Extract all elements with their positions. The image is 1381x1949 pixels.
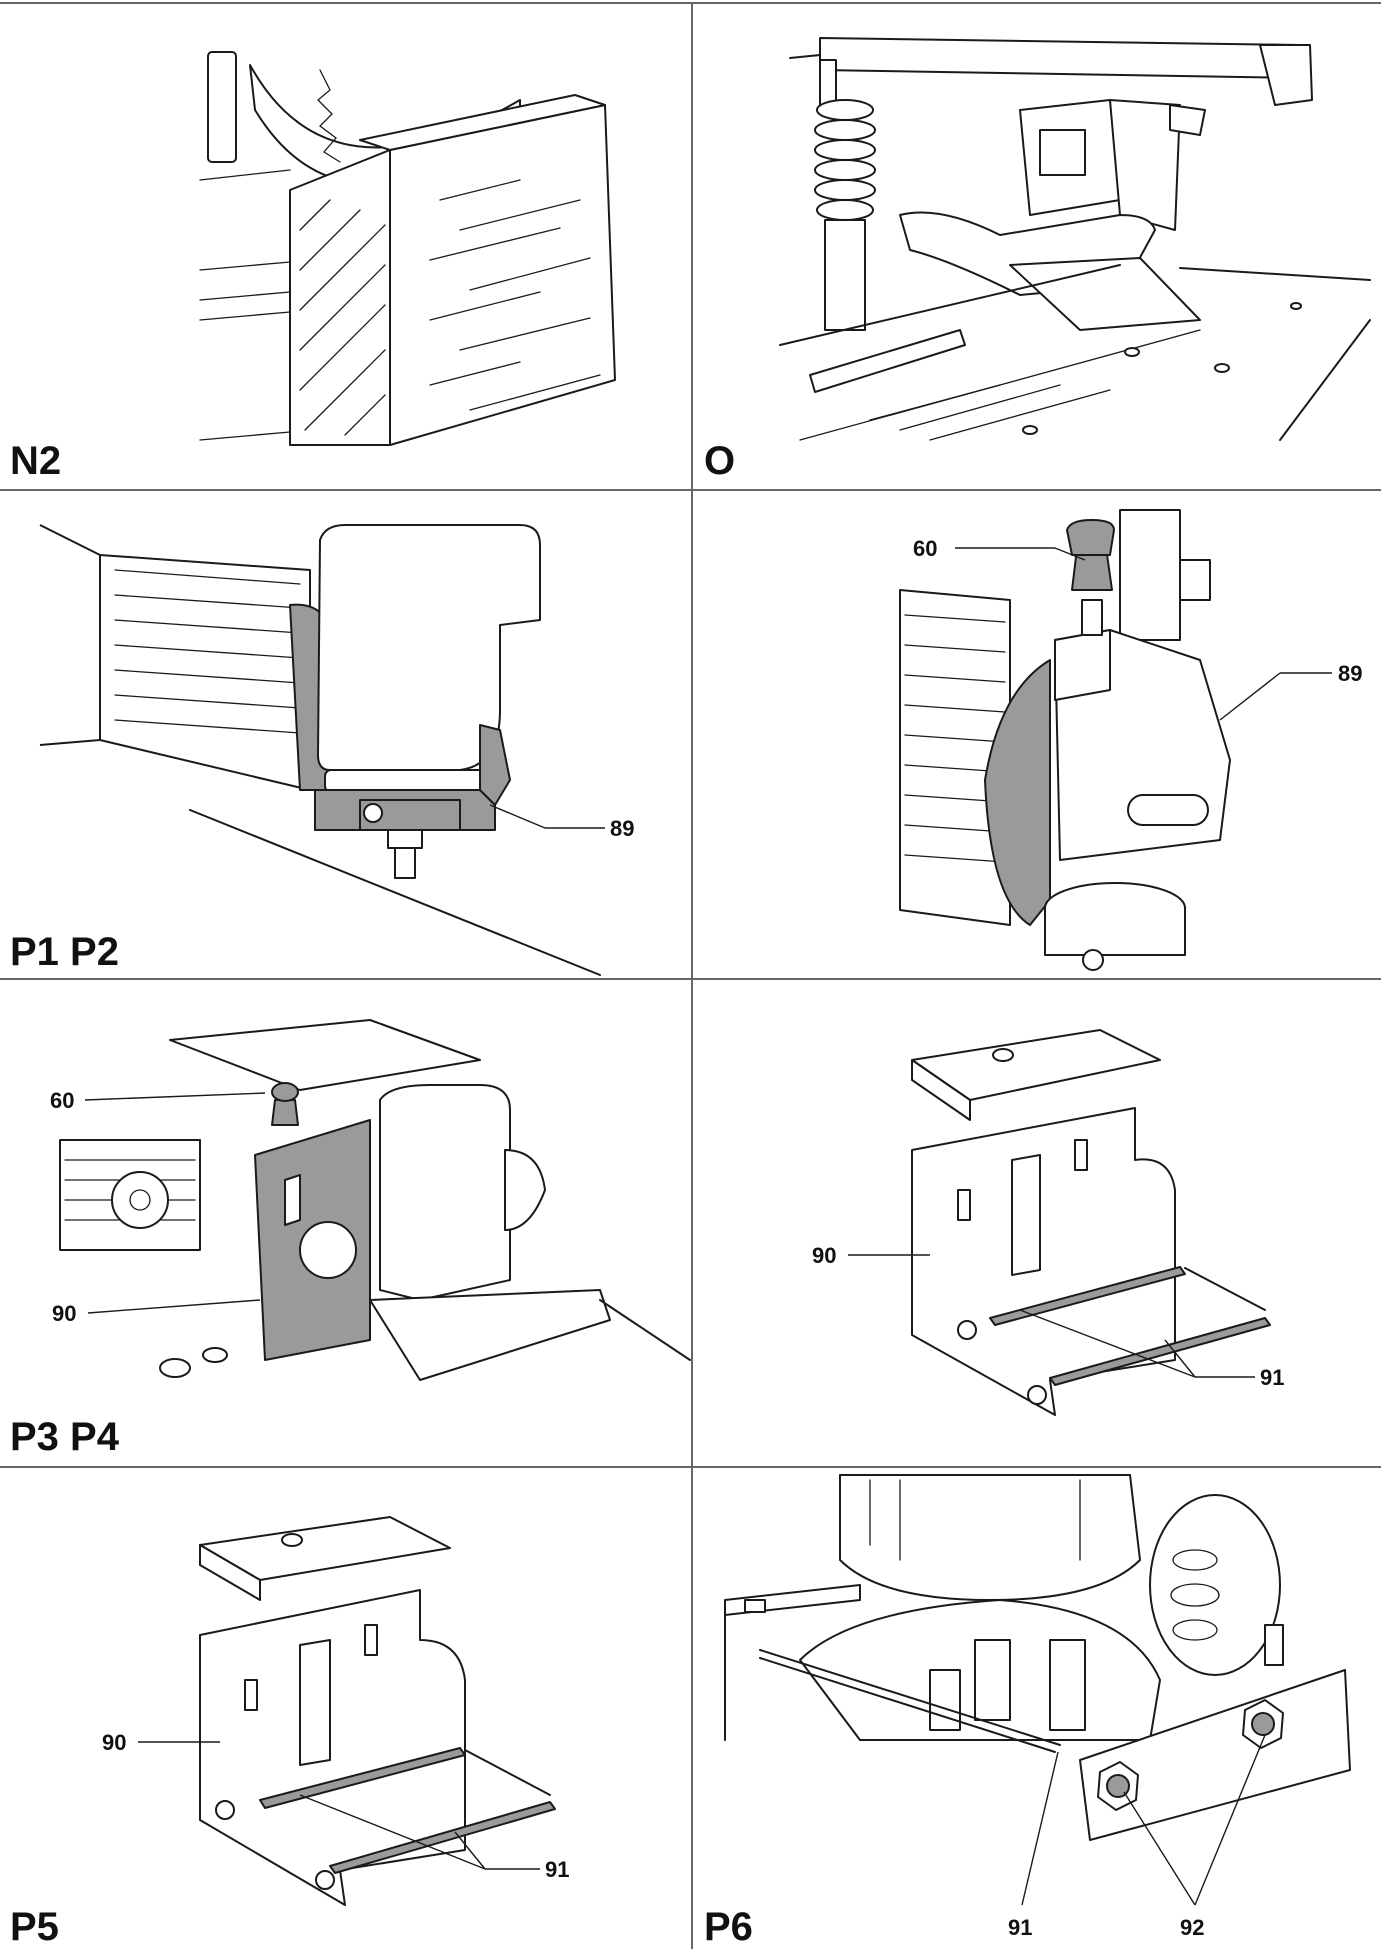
panel-o: O	[704, 37, 1371, 483]
callout-leader-92-a	[1123, 1791, 1196, 1906]
router-with-guard-illustration	[59, 1019, 691, 1381]
callout-leader-89	[489, 804, 546, 829]
panel-p6: 91 92 P6	[704, 1474, 1351, 1949]
router-base-rods-nuts-illustration	[724, 1474, 1351, 1841]
callout-leader-92-b	[1194, 1734, 1266, 1906]
callout-90-p5: 90	[102, 1730, 126, 1755]
callout-leader-91-p5	[299, 1794, 486, 1870]
router-mounted-illustration	[39, 524, 601, 976]
panel-p3p4: 60 90 P3 P4	[10, 1019, 691, 1459]
radial-arm-saw-illustration	[779, 37, 1371, 441]
callout-90-detail: 90	[812, 1243, 836, 1268]
callout-leader-89-detail	[1219, 672, 1281, 721]
callout-91-p5: 91	[545, 1857, 569, 1882]
panel-p5: 90 91 P5	[10, 1516, 569, 1949]
guard-plate-with-rods-illustration	[911, 1029, 1271, 1416]
panel-p1p2-detail: 60 89	[899, 509, 1362, 971]
panel-p1p2: 89 P1 P2	[10, 524, 634, 976]
router-bracket-detail-illustration	[899, 509, 1231, 971]
callout-leader-91-a	[1019, 1309, 1196, 1378]
panel-p3p4-detail: 90 91	[812, 1029, 1284, 1416]
panel-label-n2: N2	[10, 439, 61, 483]
panel-label-p3p4: P3 P4	[10, 1415, 120, 1459]
panel-n2: N2	[10, 51, 616, 483]
panel-label-p1p2: P1 P2	[10, 930, 119, 974]
callout-leader-60-p3	[84, 1092, 266, 1101]
callout-89: 89	[610, 816, 634, 841]
guard-plate-rods-installed-illustration	[199, 1516, 556, 1906]
callout-60: 60	[913, 536, 937, 561]
panel-label-p6: P6	[704, 1905, 753, 1949]
panel-label-p5: P5	[10, 1905, 59, 1949]
callout-91-p6: 91	[1008, 1915, 1032, 1940]
saw-blade-in-wood-illustration	[199, 51, 616, 446]
callout-92-p6: 92	[1180, 1915, 1204, 1940]
panel-label-o: O	[704, 439, 735, 483]
callout-90-p3: 90	[52, 1301, 76, 1326]
callout-89-detail: 89	[1338, 661, 1362, 686]
callout-leader-91-p6	[1021, 1751, 1059, 1906]
callout-91-detail: 91	[1260, 1365, 1284, 1390]
callout-60-p3: 60	[50, 1088, 74, 1113]
callout-leader-90-p3	[87, 1299, 261, 1314]
